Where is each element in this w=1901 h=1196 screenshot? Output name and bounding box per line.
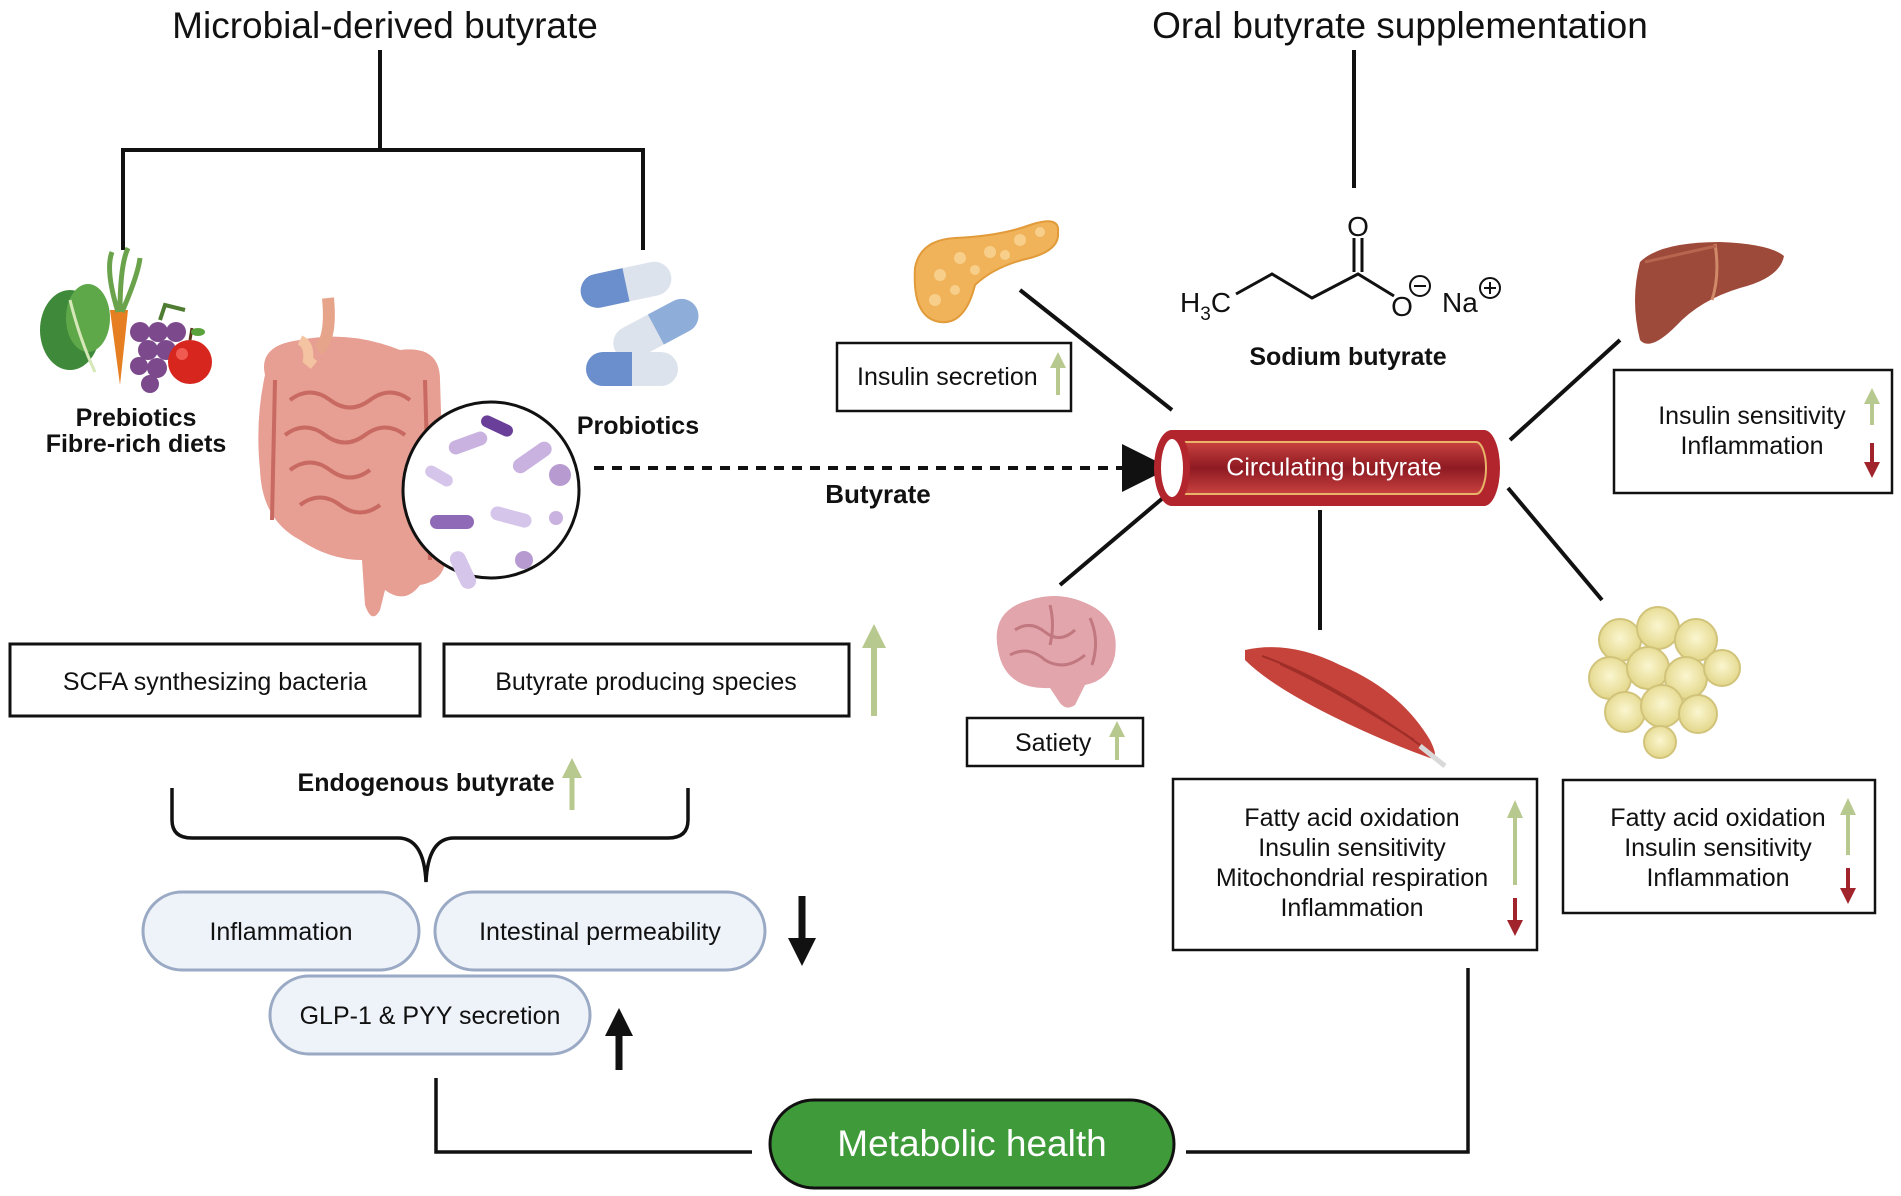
circulating-butyrate-vessel: Circulating butyrate <box>1154 430 1500 506</box>
scfa-box: SCFA synthesizing bacteria <box>8 642 422 718</box>
brain-effect-box: Satiety <box>965 716 1145 768</box>
pancreas-icon <box>913 220 1060 324</box>
right-title: Oral butyrate supplementation <box>1152 5 1648 46</box>
butyrate-producers-box: Butyrate producing species <box>442 642 851 718</box>
h3c-h: H <box>1180 287 1200 318</box>
butyrate-producers-label: Butyrate producing species <box>495 668 797 696</box>
pills-down-arrow-icon <box>788 896 816 966</box>
h3c-sub: 3 <box>1200 304 1211 325</box>
producers-up-arrow-icon <box>862 624 886 716</box>
butyrate-arrow-label: Butyrate <box>825 479 930 509</box>
muscle-effect-3: Mitochondrial respiration <box>1216 864 1488 892</box>
carboxylate-oxygen: O <box>1391 291 1413 322</box>
glp1-pyy-pill: GLP-1 & PYY secretion <box>268 974 592 1056</box>
intestinal-permeability-pill: Intestinal permeability <box>433 890 767 972</box>
liver-down-arrow-icon <box>1864 462 1880 478</box>
endogenous-butyrate-label: Endogenous butyrate <box>298 769 555 797</box>
sodium-butyrate-label: Sodium butyrate <box>1249 343 1446 371</box>
intestinal-permeability-label: Intestinal permeability <box>479 918 721 946</box>
muscle-icon <box>1245 647 1447 768</box>
prebiotics-label: Prebiotics <box>76 404 197 432</box>
endogenous-up-arrow-icon <box>562 758 582 810</box>
muscle-effect-1: Fatty acid oxidation <box>1244 804 1459 832</box>
glp1-up-arrow-icon <box>605 1008 633 1070</box>
adipose-effect-2: Insulin sensitivity <box>1624 834 1812 862</box>
liver-effect-box: Insulin sensitivity Inflammation <box>1612 368 1894 495</box>
microbiome-magnifier-icon <box>401 400 581 589</box>
probiotics-label: Probiotics <box>577 412 699 440</box>
prebiotic-foods-icon <box>40 246 212 393</box>
pancreas-up-arrow-icon <box>1050 352 1066 368</box>
h3c-c: C <box>1211 287 1231 318</box>
organ-connectors <box>1018 288 1622 630</box>
scfa-box-label: SCFA synthesizing bacteria <box>63 668 367 696</box>
circulating-butyrate-label: Circulating butyrate <box>1226 454 1441 482</box>
muscle-effect-box: Fatty acid oxidation Insulin sensitivity… <box>1171 777 1539 952</box>
inflammation-pill-label: Inflammation <box>209 918 352 946</box>
left-tree-connector <box>121 50 645 250</box>
inflammation-pill: Inflammation <box>141 890 421 972</box>
adipose-effect-1: Fatty acid oxidation <box>1610 804 1825 832</box>
liver-effect-2: Inflammation <box>1680 432 1823 460</box>
metabolic-health-label: Metabolic health <box>837 1123 1106 1164</box>
carbonyl-oxygen: O <box>1347 211 1369 242</box>
left-title: Microbial-derived butyrate <box>172 5 598 46</box>
probiotic-capsules-icon <box>580 261 699 386</box>
glp1-pyy-label: GLP-1 & PYY secretion <box>300 1002 561 1030</box>
adipose-icon <box>1588 606 1741 759</box>
sodium-ion: Na <box>1442 287 1478 318</box>
pancreas-effect-box: Insulin secretion <box>835 341 1073 413</box>
brain-effect-label: Satiety <box>1015 729 1092 757</box>
pancreas-effect-label: Insulin secretion <box>857 363 1038 391</box>
sodium-butyrate-structure: H3C O O Na <box>1180 211 1501 325</box>
metabolic-connectors <box>434 968 1470 1154</box>
muscle-effect-4: Inflammation <box>1280 894 1423 922</box>
liver-up-arrow-icon <box>1864 388 1880 404</box>
svg-text:H3C: H3C <box>1180 287 1231 325</box>
adipose-up-arrow-icon <box>1840 798 1856 815</box>
adipose-down-arrow-icon <box>1840 888 1856 904</box>
fibre-diets-label: Fibre-rich diets <box>46 430 227 458</box>
brain-up-arrow-icon <box>1109 721 1125 737</box>
adipose-effect-box: Fatty acid oxidation Insulin sensitivity… <box>1561 778 1877 915</box>
liver-effect-1: Insulin sensitivity <box>1658 402 1846 430</box>
liver-icon <box>1635 242 1784 344</box>
brain-icon <box>996 596 1116 708</box>
metabolic-health-pill: Metabolic health <box>768 1098 1176 1190</box>
adipose-effect-3: Inflammation <box>1646 864 1789 892</box>
muscle-up-arrow-icon <box>1507 800 1523 818</box>
muscle-down-arrow-icon <box>1507 920 1523 936</box>
endogenous-brace <box>170 788 690 883</box>
muscle-effect-2: Insulin sensitivity <box>1258 834 1446 862</box>
